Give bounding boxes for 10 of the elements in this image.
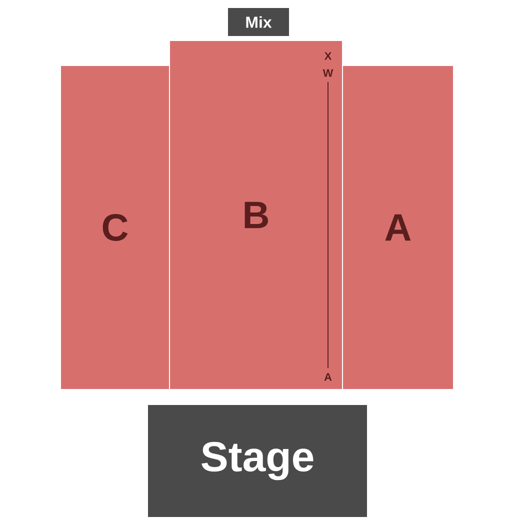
row-label: W — [322, 69, 334, 77]
node-label: A — [385, 214, 411, 241]
node-label: B — [244, 202, 268, 228]
stage-box: Stage — [148, 405, 367, 517]
node-label: C — [102, 214, 128, 241]
seating-section: C — [61, 66, 169, 389]
seating-section: A — [343, 66, 453, 389]
row-label: X — [324, 52, 332, 60]
mix-box: Mix — [228, 8, 289, 36]
row-label: A — [324, 373, 332, 381]
